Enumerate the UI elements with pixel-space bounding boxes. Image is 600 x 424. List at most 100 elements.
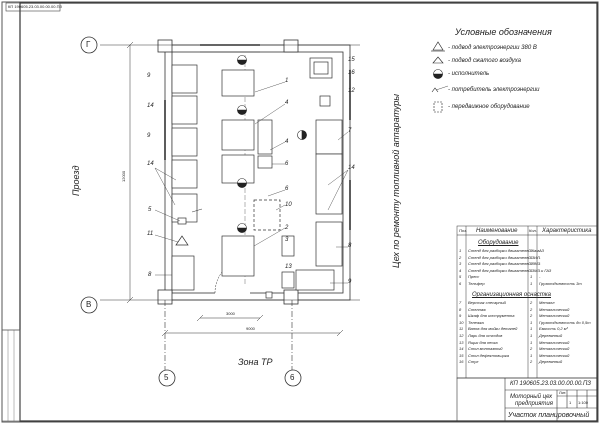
spec-cell: Металлический <box>539 352 570 358</box>
spec-cell: Стенд для разборки двигателей ЯМЗ <box>468 261 541 267</box>
spec-section-equipment: Оборудование <box>478 240 519 246</box>
spec-cell: Ларь для отходов <box>468 333 503 338</box>
spec-cell: Стенд для разборки двигателей ЗИЛ <box>468 254 540 260</box>
axis-marker-g <box>80 36 98 54</box>
title-block-grid <box>456 377 598 422</box>
axis-label-6: 6 <box>290 373 295 382</box>
dim-inner-width: 3000 <box>226 311 235 316</box>
spec-cell: Металлический <box>539 313 570 319</box>
equip-number-5: 5 <box>148 207 152 213</box>
spec-cell: 14 <box>459 346 464 352</box>
spec-cell: Стол дефектовщика <box>468 352 509 358</box>
spec-cell: 6 <box>459 281 462 286</box>
spec-cell: 3 <box>459 261 462 267</box>
axis-marker-v <box>80 296 98 314</box>
spec-cell: 2 <box>530 359 533 365</box>
spec-cell: 10 <box>459 319 464 325</box>
axis-marker-5 <box>158 369 176 387</box>
spec-cell: Емкость 0,2 м³ <box>539 326 568 332</box>
consumer-markers <box>237 55 307 233</box>
spec-cell: 15 <box>459 352 464 358</box>
spec-cell: Ящик для песка <box>468 339 498 345</box>
spec-cell: 9 <box>459 313 462 319</box>
legend-item-consumer: - потребитель электроэнергии <box>448 87 540 93</box>
spec-header-char: Характеристика <box>542 228 592 234</box>
spec-cell: Стол монтажный <box>468 346 503 352</box>
spec-cell: Ванна для мойки деталей <box>468 326 518 332</box>
equip-number-10: 10 <box>285 202 292 208</box>
spec-cell: 2 <box>530 313 533 319</box>
spec-cell: 1 <box>530 248 533 253</box>
spec-cell: 5 <box>459 274 462 280</box>
axis-label-v: В <box>86 300 92 309</box>
spec-cell: Тележка <box>468 319 484 325</box>
spec-cell: 1 <box>530 261 533 267</box>
spec-cell: - <box>539 267 541 273</box>
spec-cell: 1 <box>530 333 533 338</box>
title-sheet: 1 <box>569 400 572 405</box>
spec-cell: Верстак слесарный <box>468 300 506 305</box>
top-stamp <box>5 2 61 12</box>
legend-item-power: - подвод электроэнергии 380 В <box>448 45 537 51</box>
equip-number-13: 13 <box>285 264 292 270</box>
spec-cell: 12 <box>459 333 464 338</box>
equip-number-8b: 8 <box>348 243 352 249</box>
dimension-lines <box>126 41 344 337</box>
spec-cell: Стенд для разборки двигателей КамАЗ <box>468 248 544 253</box>
equip-number-9c: 9 <box>348 279 352 285</box>
spec-cell: 2 <box>459 254 462 260</box>
legend-item-executor: - исполнитель <box>448 71 490 77</box>
spec-cell: Металлический <box>539 339 570 345</box>
spec-cell: 13 <box>459 339 464 345</box>
spec-cell: Стеллаж <box>468 306 486 312</box>
title-lit: Лит. <box>559 390 567 395</box>
equip-number-7: 7 <box>348 128 352 134</box>
spec-cell: 1 <box>530 254 533 260</box>
legend-item-air: - подвод сжатого воздуха <box>448 58 522 64</box>
spec-cell: Грузоподъемность до 0,5т <box>539 319 591 325</box>
spec-cell: 4 <box>459 267 462 273</box>
spec-cell: 2 <box>530 346 533 352</box>
spec-cell: 7 <box>459 300 462 305</box>
title-scale: 1:100 <box>578 400 589 405</box>
spec-cell: - <box>539 274 541 280</box>
spec-cell: 1 <box>459 248 462 253</box>
top-stamp-text: КП 190605.23.03.00.00.00.ПЗ <box>8 4 62 9</box>
label-workshop: Цех по ремонту топливной аппаратуры <box>391 94 401 268</box>
equip-number-14b: 14 <box>147 161 154 167</box>
spec-cell: 1 <box>530 267 533 273</box>
equip-number-12: 12 <box>348 88 355 94</box>
spec-cell: 8 <box>459 306 462 312</box>
equip-number-3: 3 <box>285 237 289 243</box>
title-name1: Моторный цех <box>510 394 553 400</box>
spec-cell: Стенд для разборки двигателей ЗМЗ и ГАЗ <box>468 267 552 273</box>
equip-number-14c: 14 <box>348 165 355 171</box>
spec-cell: Шкаф для инструмента <box>468 313 515 319</box>
spec-cell: Стул <box>468 359 479 365</box>
leader-lines <box>154 81 349 284</box>
equip-number-1: 1 <box>285 78 289 84</box>
right-equipment <box>265 57 343 299</box>
equip-number-4b: 4 <box>285 139 289 145</box>
spec-cell: 2 <box>530 300 533 305</box>
label-proezd: Проезд <box>71 165 81 197</box>
title-code: КП 190605.23.03.00.00.00.ПЗ <box>510 381 591 387</box>
equip-number-4a: 4 <box>285 100 289 106</box>
spec-cell: Металл <box>539 300 555 305</box>
left-equipment <box>171 64 203 291</box>
legend-item-mobile: - передвижное оборудование <box>448 104 530 110</box>
spec-cell: - <box>539 248 541 253</box>
equip-number-14a: 14 <box>147 103 154 109</box>
equip-number-15: 15 <box>348 57 355 63</box>
equip-number-16: 16 <box>348 70 355 76</box>
equip-number-2: 2 <box>285 225 289 231</box>
equip-number-9b: 9 <box>147 133 151 139</box>
spec-cell: Пресс <box>468 274 480 280</box>
spec-cell: - <box>539 254 541 260</box>
spec-header-name: Наименование <box>476 228 518 234</box>
spec-cell: 1 <box>530 339 533 345</box>
spec-section-tooling: Организационная оснастка <box>472 292 551 298</box>
